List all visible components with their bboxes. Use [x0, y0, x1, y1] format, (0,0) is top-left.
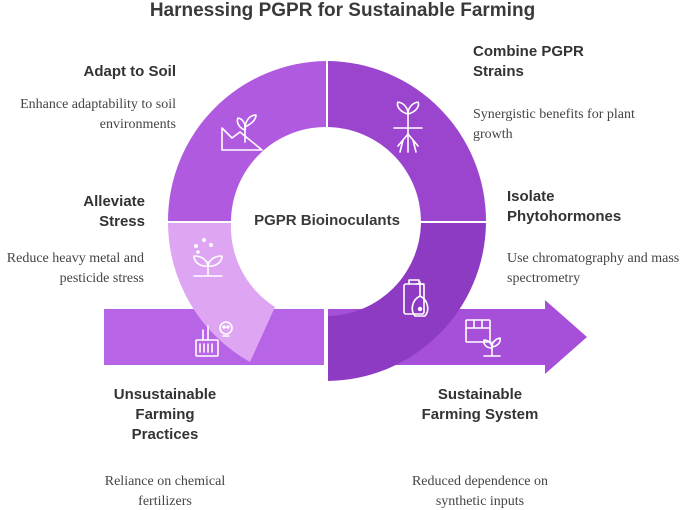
isolate-heading: Isolate Phytohormones — [507, 188, 622, 225]
combine-heading: Combine PGPR Strains — [473, 43, 584, 80]
sustainable-description: Reduced dependence on synthetic inputs — [411, 474, 549, 509]
unsustainable-heading: Unsustainable Farming Practices — [113, 386, 217, 443]
adapt-description: Enhance adaptability to soil environment… — [20, 97, 176, 132]
adapt-heading: Adapt to Soil — [83, 63, 177, 80]
isolate-description: Use chromatography and mass spectrometry — [507, 251, 680, 286]
combine-description: Synergistic benefits for plant growth — [473, 107, 635, 142]
center-label: PGPR Bioinoculants — [254, 212, 400, 229]
ring-segment-isolate — [328, 223, 486, 381]
unsustainable-description: Reliance on chemical fertilizers — [104, 474, 226, 509]
plant-in-soil-icon — [221, 114, 263, 151]
lab-flask-clipboard-icon — [403, 279, 429, 317]
sprout-sparkles-icon — [193, 238, 223, 277]
sustainable-heading: Sustainable Farming System — [421, 386, 539, 423]
ring-segment-combine — [328, 61, 486, 221]
alleviate-description: Reduce heavy metal and pesticide stress — [6, 251, 144, 286]
toxic-fertilizer-icon — [195, 321, 233, 357]
diagram-title: Harnessing PGPR for Sustainable Farming — [149, 0, 536, 21]
box-with-sprout-icon — [465, 319, 501, 357]
alleviate-heading: Alleviate Stress — [83, 193, 145, 230]
ring-segment-adapt — [168, 61, 326, 221]
plant-roots-icon — [393, 101, 423, 153]
